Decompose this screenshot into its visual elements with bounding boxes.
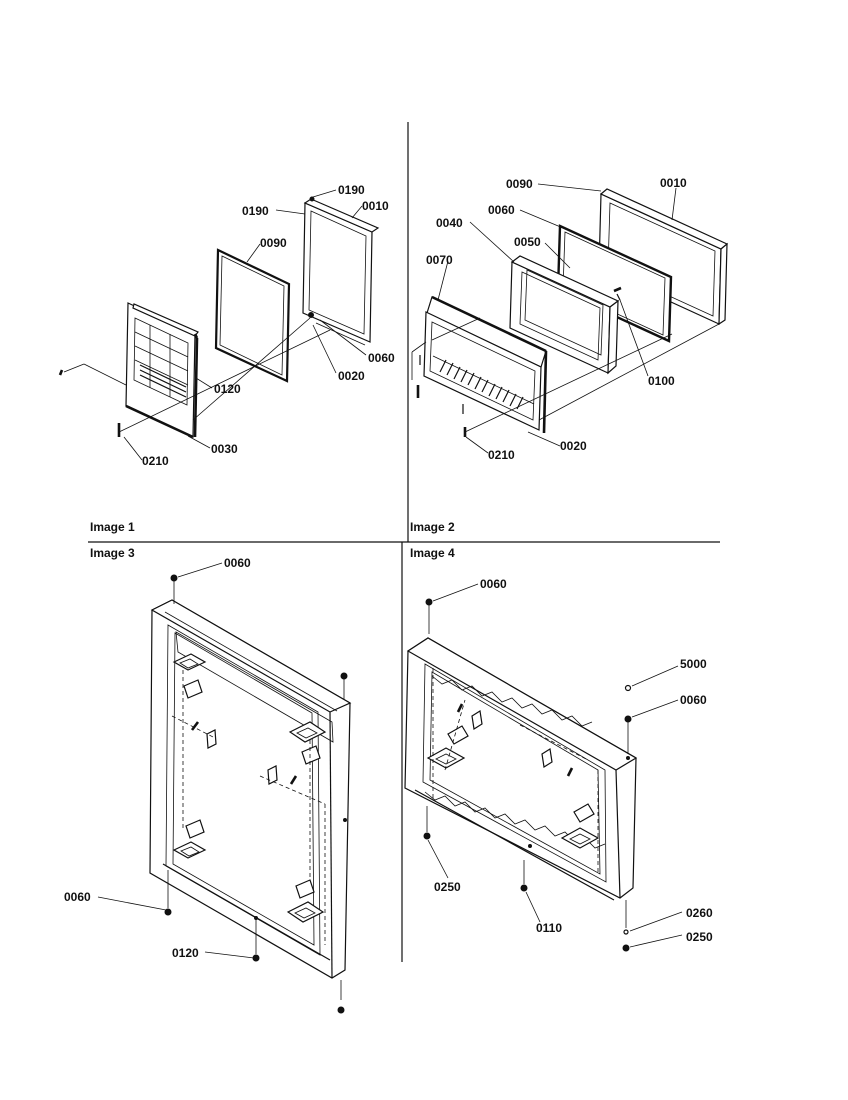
callout-0060-bottom: 0060 — [64, 890, 91, 904]
leader-lines-4 — [427, 583, 683, 948]
part-0120-door — [125, 302, 199, 439]
image-3-caption: Image 3 — [90, 546, 135, 560]
callout-0060: 0060 — [488, 203, 515, 217]
callout-0050: 0050 — [514, 235, 541, 249]
leader-lines-1 — [123, 189, 367, 461]
assembly-lines-1 — [63, 317, 366, 433]
callout-0060-top: 0060 — [224, 556, 251, 570]
callout-0060: 0060 — [368, 351, 395, 365]
liner-bin-ribs — [439, 359, 524, 410]
callout-5000: 5000 — [680, 657, 707, 671]
part-0100-clip — [613, 286, 622, 301]
door-frame-rear-view-2 — [404, 598, 638, 952]
leader-lines-2 — [437, 183, 677, 454]
leader-lines-3 — [97, 562, 255, 959]
callout-0020: 0020 — [560, 439, 587, 453]
callout-0260: 0260 — [686, 906, 713, 920]
part-0040-frame — [509, 255, 620, 375]
callout-0110: 0110 — [536, 921, 562, 935]
image-4-panel: Image 4 — [404, 546, 713, 952]
callout-0250-right: 0250 — [686, 930, 713, 944]
image-1-caption: Image 1 — [90, 520, 135, 534]
image-3-panel: Image 3 — [64, 546, 352, 1014]
door-frame-rear-view — [149, 574, 352, 1014]
callout-0250-left: 0250 — [434, 880, 461, 894]
callout-0120: 0120 — [214, 382, 241, 396]
part-0070-liner-bin — [423, 295, 548, 434]
image-2-panel: 0090 0010 0060 0040 0050 0070 0100 0020 … — [410, 176, 729, 534]
callout-0060-right: 0060 — [680, 693, 707, 707]
image-2-caption: Image 2 — [410, 520, 455, 534]
part-0210-hinge-pin — [58, 369, 121, 437]
callout-0210: 0210 — [142, 454, 169, 468]
callout-0190-left: 0190 — [242, 204, 269, 218]
callout-0010: 0010 — [362, 199, 389, 213]
assembly-lines-2 — [411, 323, 720, 433]
callout-0020: 0020 — [338, 369, 365, 383]
callout-0060-top: 0060 — [480, 577, 507, 591]
part-0010-panel — [302, 196, 380, 343]
part-0060-gasket — [556, 224, 673, 343]
part-0090-gasket — [214, 248, 291, 383]
callout-0040: 0040 — [436, 216, 463, 230]
callout-0100: 0100 — [648, 374, 675, 388]
callout-0190-top: 0190 — [338, 183, 365, 197]
part-0010-outer-panel — [598, 188, 729, 326]
callout-0090: 0090 — [506, 177, 533, 191]
callout-0120: 0120 — [172, 946, 199, 960]
callout-0010: 0010 — [660, 176, 687, 190]
callout-0070: 0070 — [426, 253, 453, 267]
callout-0090: 0090 — [260, 236, 287, 250]
callout-0030: 0030 — [211, 442, 238, 456]
callout-0210: 0210 — [488, 448, 515, 462]
image-4-caption: Image 4 — [410, 546, 455, 560]
panel-dividers — [88, 122, 720, 962]
image-1-panel: 0190 0190 0010 0090 0060 0020 0120 0030 … — [58, 183, 395, 534]
